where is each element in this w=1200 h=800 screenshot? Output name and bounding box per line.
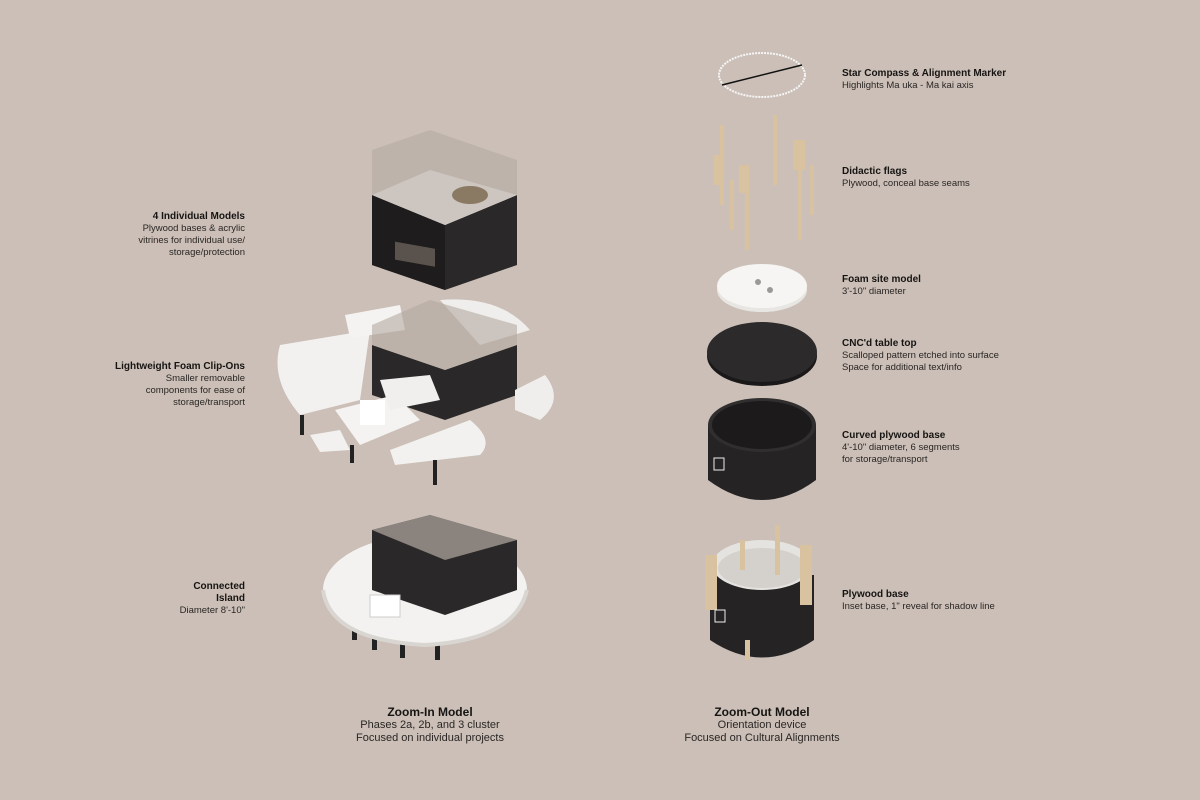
curved-plywood-base-illustration (708, 398, 816, 500)
label-didactic-flags: Didactic flags Plywood, conceal base sea… (842, 166, 970, 190)
caption-line: Focused on Cultural Alignments (684, 732, 840, 744)
label-title: Island (216, 593, 245, 604)
label-line: Plywood, conceal base seams (842, 178, 970, 189)
label-foam-site-model: Foam site model 3'-10" diameter (842, 274, 921, 298)
label-cnc-table-top: CNC'd table top Scalloped pattern etched… (842, 338, 999, 374)
caption-zoom-out-model: Zoom-Out Model Orientation device Focuse… (652, 706, 872, 745)
caption-title: Zoom-In Model (387, 705, 473, 719)
label-title: Curved plywood base (842, 430, 946, 441)
cnc-table-top-illustration (707, 322, 817, 386)
label-line: 4'-10" diameter, 6 segments (842, 442, 960, 453)
label-title: 4 Individual Models (152, 211, 245, 222)
label-connected-island: Connected Island Diameter 8'-10" (45, 581, 245, 617)
caption-title: Zoom-Out Model (714, 705, 810, 719)
label-line: Smaller removable (165, 373, 245, 384)
label-title: Plywood base (842, 589, 909, 600)
label-line: Diameter 8'-10" (179, 605, 245, 616)
foam-clip-ons-illustration (277, 299, 554, 485)
label-line: components for ease of (145, 385, 245, 396)
label-line: storage/transport (173, 397, 245, 408)
caption-line: Phases 2a, 2b, and 3 cluster (360, 719, 500, 731)
foam-site-model-illustration (717, 264, 807, 312)
label-title: CNC'd table top (842, 338, 917, 349)
label-title: Star Compass & Alignment Marker (842, 68, 1007, 79)
label-curved-plywood-base: Curved plywood base 4'-10" diameter, 6 s… (842, 430, 960, 466)
label-line: storage/protection (168, 247, 245, 258)
label-title: Lightweight Foam Clip-Ons (115, 361, 245, 372)
didactic-flags-illustration (714, 115, 814, 250)
label-line: Inset base, 1" reveal for shadow line (842, 601, 995, 612)
label-individual-models: 4 Individual Models Plywood bases & acry… (45, 211, 245, 259)
connected-island-illustration (321, 515, 529, 660)
caption-line: Focused on individual projects (356, 732, 504, 744)
individual-models-illustration (372, 130, 517, 290)
caption-line: Orientation device (717, 719, 807, 731)
label-star-compass: Star Compass & Alignment Marker Highligh… (842, 68, 1006, 92)
label-line: for storage/transport (842, 454, 928, 465)
label-line: Highlights Ma uka - Ma kai axis (842, 80, 974, 91)
plywood-base-assembled-illustration (705, 525, 814, 660)
label-title: Foam site model (842, 274, 921, 285)
label-line: 3'-10" diameter (842, 286, 906, 297)
label-line: Plywood bases & acrylic (142, 223, 245, 234)
star-compass-illustration (718, 52, 806, 98)
label-plywood-base: Plywood base Inset base, 1" reveal for s… (842, 589, 995, 613)
label-title: Connected (193, 581, 245, 592)
label-title: Didactic flags (842, 166, 908, 177)
label-line: Scalloped pattern etched into surface (842, 350, 999, 361)
label-line: vitrines for individual use/ (138, 235, 245, 246)
label-foam-clip-ons: Lightweight Foam Clip-Ons Smaller remova… (45, 361, 245, 409)
label-line: Space for additional text/info (842, 362, 962, 373)
caption-zoom-in-model: Zoom-In Model Phases 2a, 2b, and 3 clust… (320, 706, 540, 745)
